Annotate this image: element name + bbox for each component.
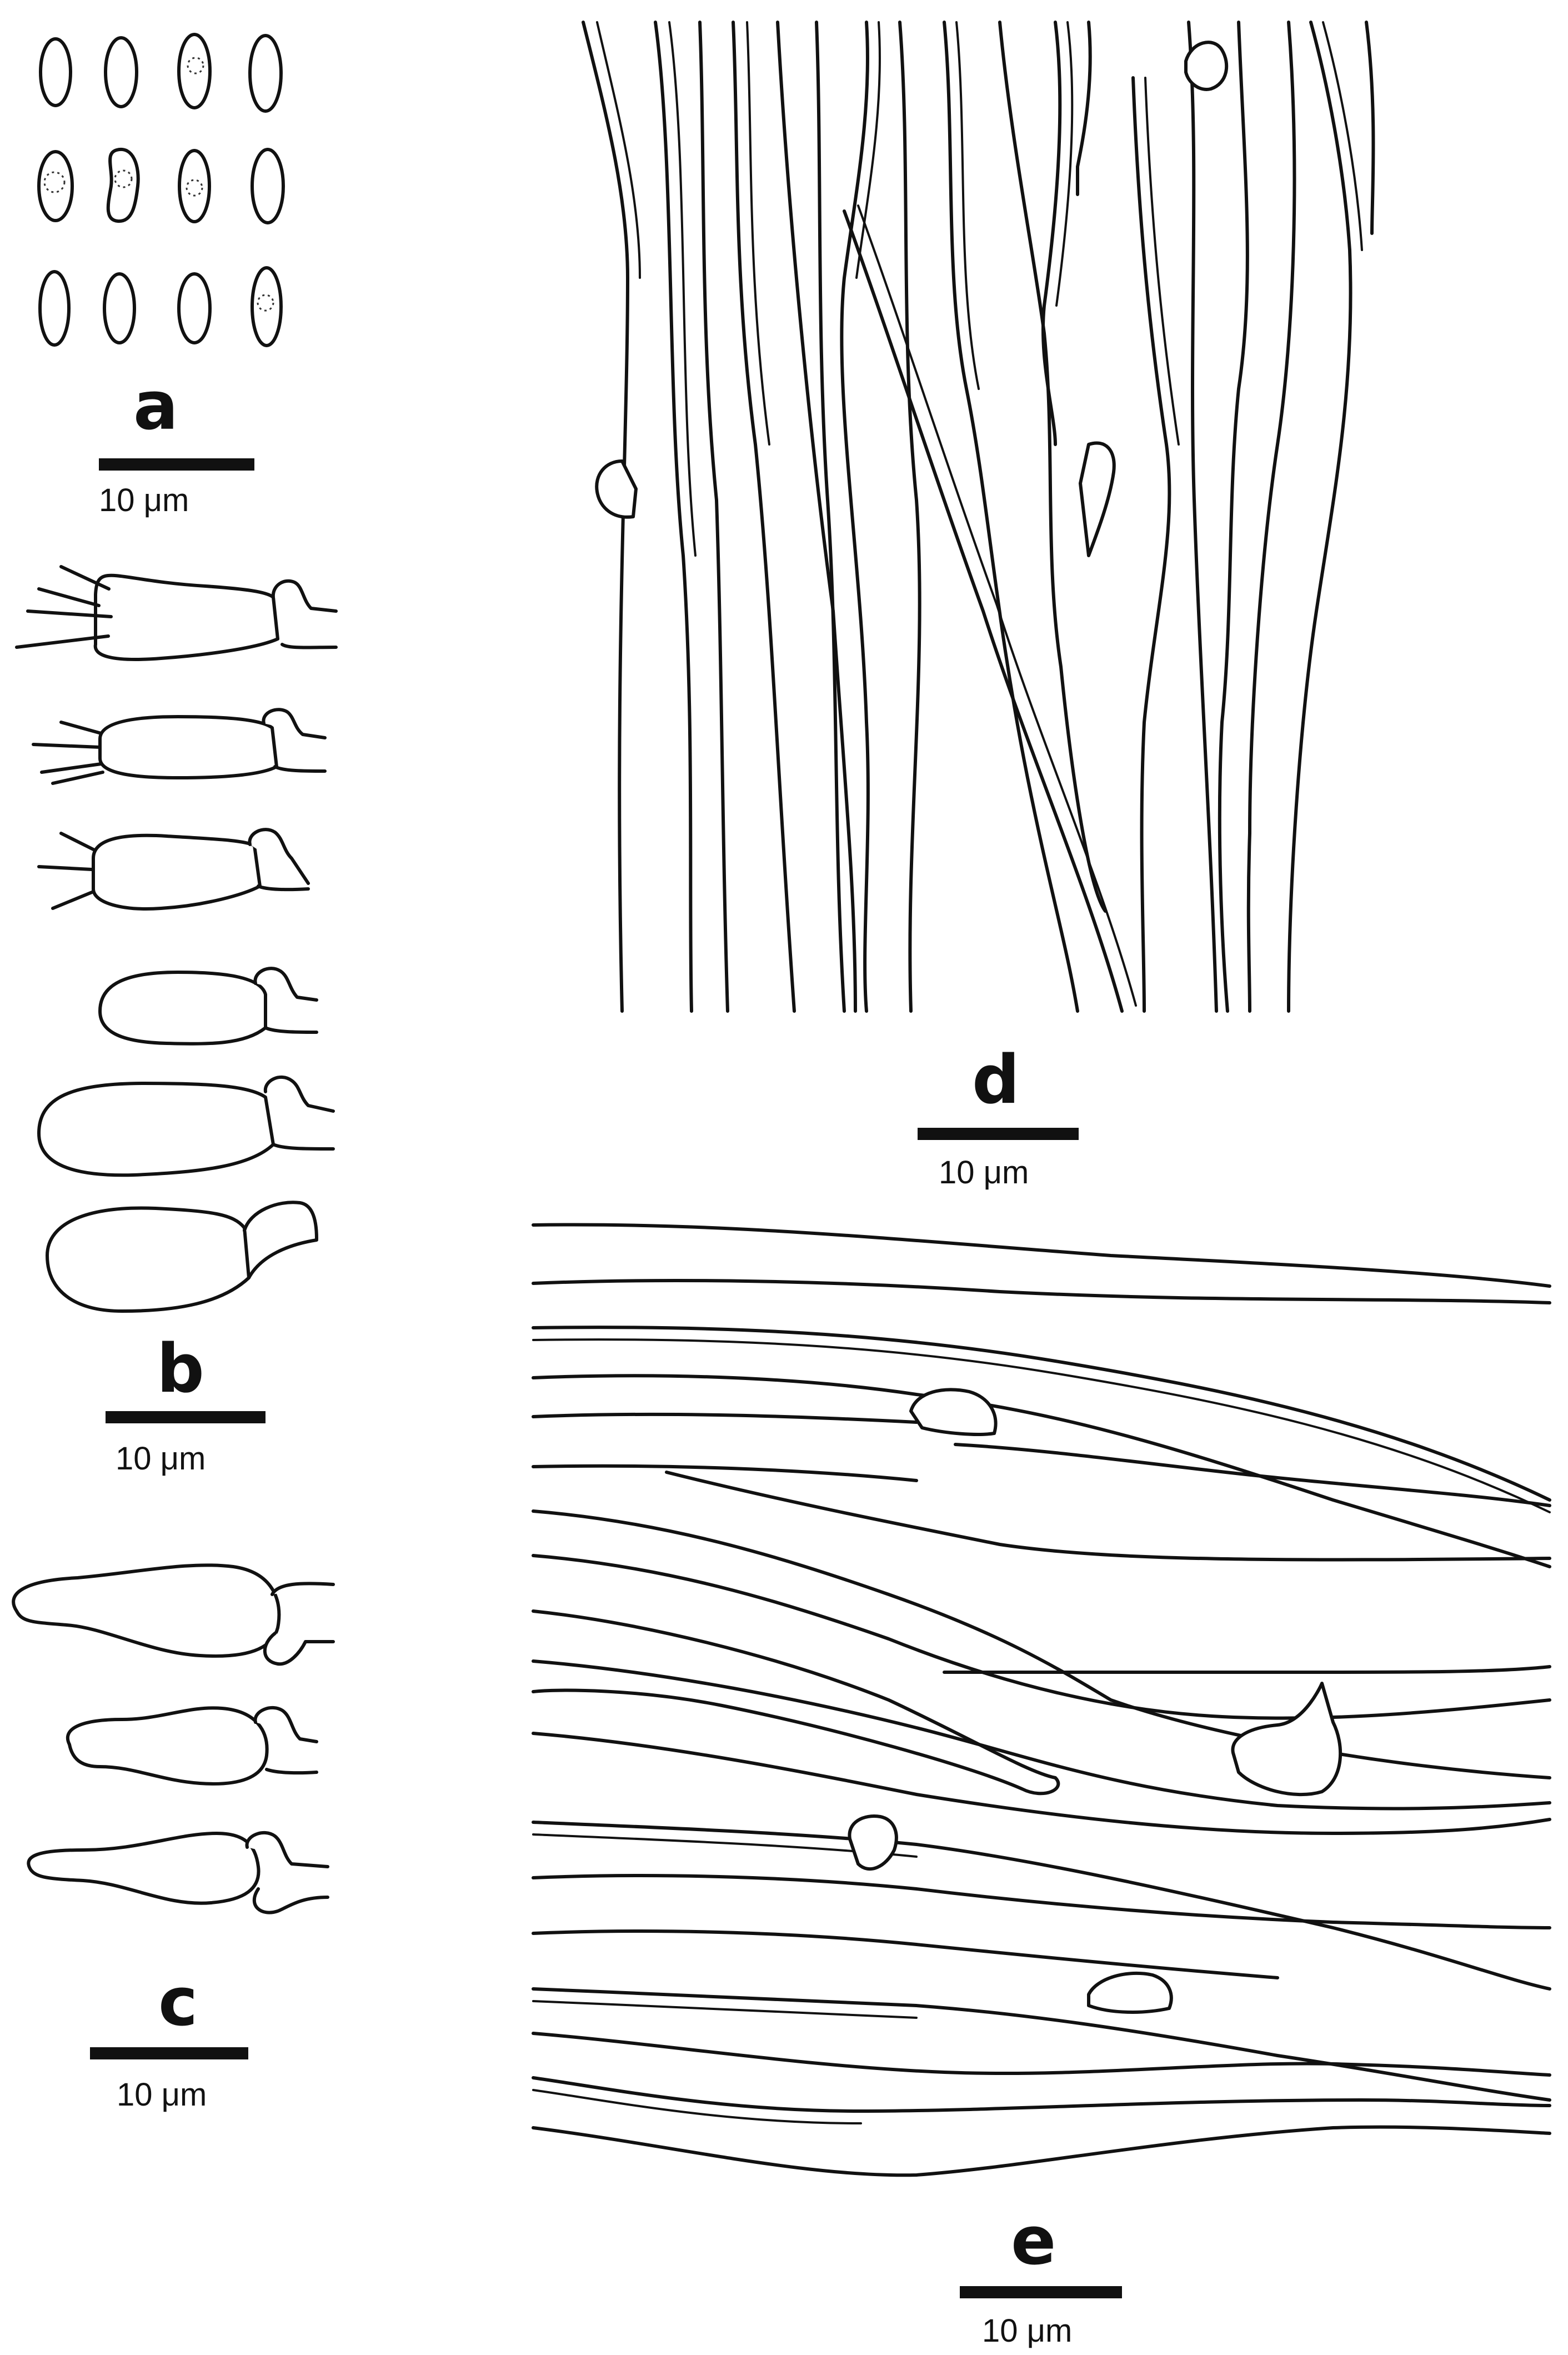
panel-b-scale-bar: [106, 1411, 265, 1423]
panel-b-label: b: [157, 1331, 204, 1408]
clamp-connection: [595, 459, 638, 519]
spore-oil-drop: [186, 179, 203, 197]
spore: [177, 272, 212, 344]
panel-d-scale-bar: [918, 1128, 1079, 1140]
cystidiole: [66, 1706, 269, 1786]
clamp-connection: [1079, 441, 1116, 557]
spore: [38, 270, 71, 347]
basidiole: [98, 971, 267, 1046]
clamp-connection: [909, 1388, 998, 1436]
basidium: [98, 715, 278, 779]
panel-b-basidia: [15, 565, 338, 1313]
spore-oil-drop: [114, 169, 133, 188]
spore: [106, 147, 140, 223]
panel-a-label: a: [133, 368, 178, 445]
panel-e-scale-bar: [960, 2286, 1122, 2298]
panel-e-label: e: [1011, 2203, 1056, 2280]
basidiole: [46, 1206, 251, 1313]
spore-oil-drop: [187, 57, 204, 74]
panel-c-scale-text: 10 μm: [117, 2077, 207, 2113]
spore: [248, 34, 283, 113]
spore-oil-drop: [257, 294, 274, 312]
spore: [251, 148, 285, 224]
basidium: [92, 833, 262, 911]
clamp-connection: [1231, 1682, 1342, 1797]
spore: [103, 272, 136, 344]
spore: [177, 33, 212, 109]
panel-d-hyphae: [582, 21, 1375, 1013]
cystidiole: [27, 1832, 261, 1905]
spore: [37, 150, 74, 222]
panel-a-scale-text: 10 μm: [99, 482, 189, 518]
panel-d-scale-text: 10 μm: [939, 1154, 1029, 1191]
spore: [178, 149, 211, 223]
clamp-connection: [848, 1814, 898, 1871]
clamp-connection: [1087, 1972, 1173, 2014]
basidium: [93, 573, 279, 661]
cystidiole: [12, 1563, 281, 1658]
spore: [251, 266, 283, 347]
basidiole: [37, 1082, 275, 1177]
panel-c-label: c: [158, 1964, 198, 2041]
panel-a-scale-bar: [99, 458, 254, 471]
clamp-connection: [1184, 41, 1229, 91]
spore-oil-drop: [43, 171, 66, 193]
panel-e-hyphae: [532, 1223, 1551, 2177]
panel-e-scale-text: 10 μm: [982, 2313, 1072, 2349]
panel-a-spores: [37, 33, 285, 347]
panel-b-scale-text: 10 μm: [116, 1441, 206, 1477]
panel-c-cystidioles: [12, 1563, 335, 1914]
spore: [104, 36, 138, 108]
panel-d-label: d: [972, 1042, 1020, 1119]
spore: [39, 37, 72, 107]
panel-c-scale-bar: [90, 2047, 248, 2059]
